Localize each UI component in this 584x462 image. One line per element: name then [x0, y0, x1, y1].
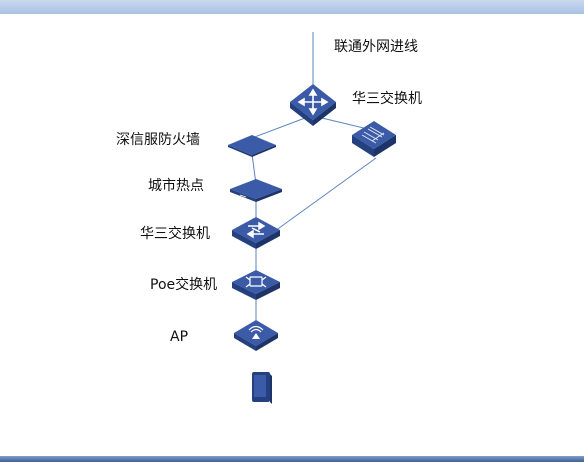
hotspot-label: 城市热点 [148, 178, 204, 194]
hotspot-icon[interactable] [230, 179, 282, 202]
access-switch-icon[interactable] [232, 217, 280, 249]
ap-label: AP [170, 329, 189, 345]
window-top-bar [0, 0, 584, 14]
firewall-label: 深信服防火墙 [116, 132, 200, 148]
link-side-switch-access [267, 157, 377, 237]
link-core-firewall [251, 117, 306, 139]
poe-switch-label: Poe交换机 [150, 277, 218, 293]
firewall-icon[interactable] [228, 135, 276, 157]
core-switch-icon[interactable] [290, 84, 336, 126]
window-bottom-bar [0, 456, 584, 462]
poe-switch-icon[interactable] [232, 270, 280, 300]
switch-icon[interactable] [352, 121, 396, 157]
link-firewall-hotspot [251, 153, 257, 185]
access-switch-label: 华三交换机 [140, 226, 210, 242]
tablet-icon[interactable] [252, 372, 272, 404]
links [251, 32, 377, 322]
core-switch-label: 华三交换机 [352, 91, 422, 107]
wifi-ap-icon[interactable] [234, 320, 278, 351]
internet-label: 联通外网进线 [334, 39, 418, 55]
topology-svg [228, 32, 396, 404]
network-diagram: 联通外网进线 华三交换机 深信服防火墙 城市热点 华三交换机 Poe交换机 AP [0, 14, 584, 456]
